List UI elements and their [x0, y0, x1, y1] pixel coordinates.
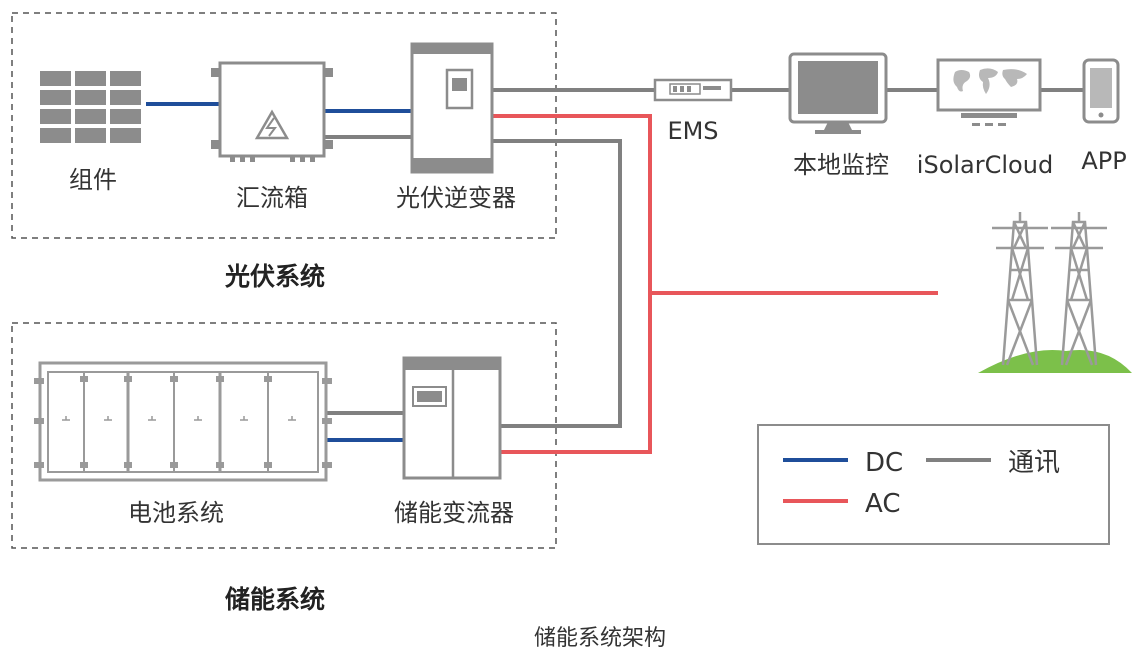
monitor-icon: [788, 52, 888, 134]
legend-comm-label: 通讯: [1008, 448, 1060, 478]
connection-lines: [146, 88, 1084, 454]
label-combiner: 汇流箱: [236, 184, 308, 212]
pcs-cabinet-icon: [402, 356, 502, 480]
solar-module-icon: [40, 71, 141, 143]
battery-rack-icon: [34, 361, 332, 482]
label-monitor: 本地监控: [793, 151, 889, 179]
phone-icon: [1082, 58, 1120, 124]
legend: DC AC 通讯: [757, 424, 1110, 545]
group-title-storage: 储能系统: [225, 585, 325, 614]
label-ems: EMS: [667, 117, 718, 145]
cloud-platform-icon: [936, 58, 1042, 126]
label-inverter: 光伏逆变器: [396, 184, 516, 212]
comm-line-inverter-pcs: [492, 139, 622, 428]
label-cloud: iSolarCloud: [917, 151, 1053, 179]
diagram-caption: 储能系统架构: [534, 626, 666, 651]
legend-box: [757, 424, 1110, 545]
label-battery: 电池系统: [128, 499, 224, 527]
pv-inverter-icon: [410, 42, 494, 174]
group-title-pv: 光伏系统: [224, 262, 325, 291]
label-pcs: 储能变流器: [394, 499, 514, 527]
label-app: APP: [1081, 147, 1126, 175]
ac-line-inverter: [492, 114, 652, 454]
legend-dc-label: DC: [865, 448, 903, 478]
label-modules: 组件: [69, 166, 117, 194]
power-grid-tower-icon: [978, 212, 1132, 373]
legend-ac-label: AC: [865, 489, 900, 519]
combiner-box-icon: [211, 61, 333, 162]
ems-icon: [653, 78, 733, 102]
